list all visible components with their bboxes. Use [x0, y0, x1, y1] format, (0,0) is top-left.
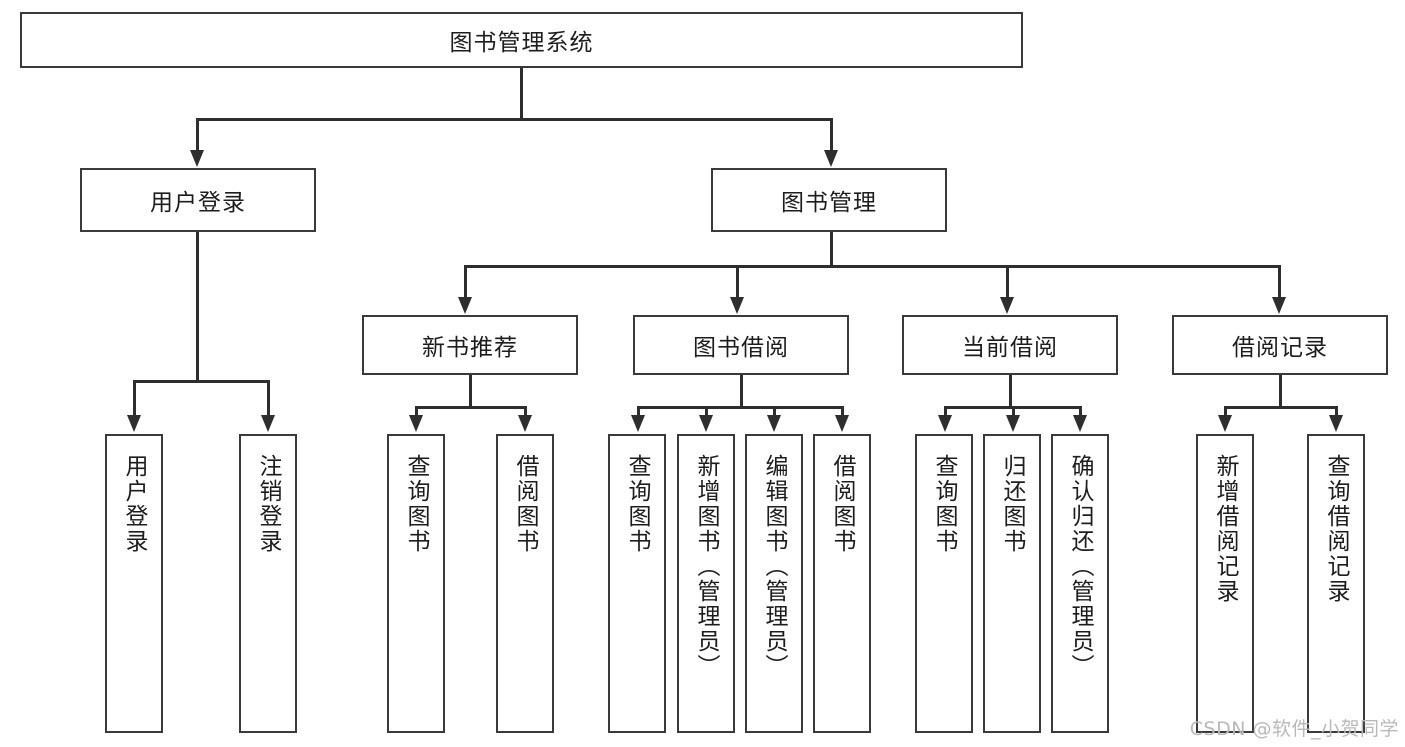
leaf-query-book-recommend[interactable]: 查询图书 [387, 434, 445, 733]
arrow-to-current-borrow [1000, 297, 1014, 314]
connector-user-login-leaf-1 [133, 380, 136, 417]
node-label: 用户登录 [120, 454, 147, 554]
node-label: 借阅记录 [1232, 335, 1328, 361]
connector-current-borrow-leaf-3 [1079, 406, 1082, 417]
connector-borrow-record-leaf-1 [1224, 406, 1227, 417]
connector-level2-bus [464, 265, 1280, 268]
arrow-to-book-borrow [730, 297, 744, 314]
leaf-confirm-return-admin[interactable]: 确认归还（管理员） [1051, 434, 1109, 733]
node-label: 新书推荐 [422, 335, 518, 361]
connector-root-stem [520, 68, 523, 120]
arrow-borrow-record-leaf-2 [1329, 415, 1343, 432]
arrow-current-borrow-leaf-1 [938, 415, 952, 432]
connector-to-borrow-record [1278, 265, 1281, 299]
node-label: 当前借阅 [962, 335, 1058, 361]
node-label: 用户登录 [150, 190, 246, 216]
node-label: 查询图书 [930, 454, 957, 554]
connector-new-book-stem [469, 375, 472, 408]
node-label: 新增图书（管理员） [692, 454, 719, 679]
connector-user-login-bus [133, 380, 267, 383]
arrow-book-borrow-leaf-2 [699, 415, 713, 432]
node-label: 归还图书 [998, 454, 1025, 554]
arrow-new-book-leaf-1 [409, 415, 423, 432]
leaf-borrow-book[interactable]: 借阅图书 [813, 434, 871, 733]
arrow-new-book-leaf-2 [518, 415, 532, 432]
arrow-current-borrow-leaf-3 [1073, 415, 1087, 432]
connector-to-book-management [830, 118, 833, 152]
connector-borrow-record-stem [1279, 375, 1282, 408]
connector-borrow-record-bus [1224, 406, 1335, 409]
connector-to-new-book [464, 265, 467, 299]
leaf-add-borrow-record[interactable]: 新增借阅记录 [1196, 434, 1254, 733]
leaf-add-book-admin[interactable]: 新增图书（管理员） [677, 434, 735, 733]
leaf-return-book[interactable]: 归还图书 [983, 434, 1041, 733]
arrow-to-new-book [458, 297, 472, 314]
node-label: 图书管理系统 [449, 30, 594, 56]
node-book-management[interactable]: 图书管理 [711, 168, 947, 232]
arrow-to-book-management [824, 150, 838, 167]
node-root-book-management-system[interactable]: 图书管理系统 [20, 12, 1023, 68]
connector-new-book-leaf-2 [524, 406, 527, 417]
connector-current-borrow-bus [944, 406, 1079, 409]
connector-to-current-borrow [1006, 265, 1009, 299]
connector-user-login-leaf-2 [267, 380, 270, 417]
leaf-logout[interactable]: 注销登录 [239, 434, 297, 733]
connector-user-login-stem [196, 232, 199, 382]
node-label: 图书管理 [781, 190, 877, 216]
leaf-user-login[interactable]: 用户登录 [105, 434, 163, 733]
arrow-user-login-leaf-2 [261, 415, 275, 432]
connector-book-borrow-leaf-3 [773, 406, 776, 417]
connector-book-borrow-leaf-4 [841, 406, 844, 417]
connector-to-book-borrow [736, 265, 739, 299]
arrow-user-login-leaf-1 [127, 415, 141, 432]
node-label: 确认归还（管理员） [1066, 454, 1093, 679]
connector-level1-bus [196, 118, 833, 121]
node-user-login[interactable]: 用户登录 [80, 168, 316, 232]
connector-new-book-leaf-1 [415, 406, 418, 417]
node-label: 注销登录 [254, 454, 281, 554]
node-new-book-recommend[interactable]: 新书推荐 [362, 315, 578, 375]
arrow-book-borrow-leaf-4 [835, 415, 849, 432]
arrow-current-borrow-leaf-2 [1006, 415, 1020, 432]
node-borrow-record[interactable]: 借阅记录 [1172, 315, 1388, 375]
node-label: 查询借阅记录 [1322, 454, 1349, 604]
node-label: 查询图书 [623, 454, 650, 554]
node-label: 编辑图书（管理员） [760, 454, 787, 679]
arrow-borrow-record-leaf-1 [1218, 415, 1232, 432]
connector-current-borrow-leaf-2 [1012, 406, 1015, 417]
node-label: 借阅图书 [511, 454, 538, 554]
node-label: 查询图书 [402, 454, 429, 554]
arrow-to-borrow-record [1272, 297, 1286, 314]
node-label: 新增借阅记录 [1211, 454, 1238, 604]
leaf-query-borrow-record[interactable]: 查询借阅记录 [1307, 434, 1365, 733]
connector-borrow-record-leaf-2 [1335, 406, 1338, 417]
connector-current-borrow-leaf-1 [944, 406, 947, 417]
connector-book-borrow-stem [740, 375, 743, 408]
connector-book-borrow-leaf-1 [637, 406, 640, 417]
connector-to-user-login [196, 118, 199, 152]
node-label: 借阅图书 [828, 454, 855, 554]
leaf-borrow-book-recommend[interactable]: 借阅图书 [496, 434, 554, 733]
leaf-edit-book-admin[interactable]: 编辑图书（管理员） [745, 434, 803, 733]
node-label: 图书借阅 [693, 335, 789, 361]
connector-book-borrow-bus [637, 406, 841, 409]
connector-book-borrow-leaf-2 [705, 406, 708, 417]
arrow-book-borrow-leaf-3 [767, 415, 781, 432]
connector-current-borrow-stem [1009, 375, 1012, 408]
csdn-watermark: CSDN @软件_小贺同学 [1189, 718, 1399, 740]
arrow-to-user-login [190, 150, 204, 167]
leaf-query-book-borrow[interactable]: 查询图书 [608, 434, 666, 733]
connector-new-book-bus [415, 406, 524, 409]
node-book-borrow[interactable]: 图书借阅 [633, 315, 849, 375]
node-current-borrow[interactable]: 当前借阅 [902, 315, 1118, 375]
leaf-query-book-current[interactable]: 查询图书 [915, 434, 973, 733]
arrow-book-borrow-leaf-1 [631, 415, 645, 432]
connector-book-management-stem [830, 232, 833, 267]
